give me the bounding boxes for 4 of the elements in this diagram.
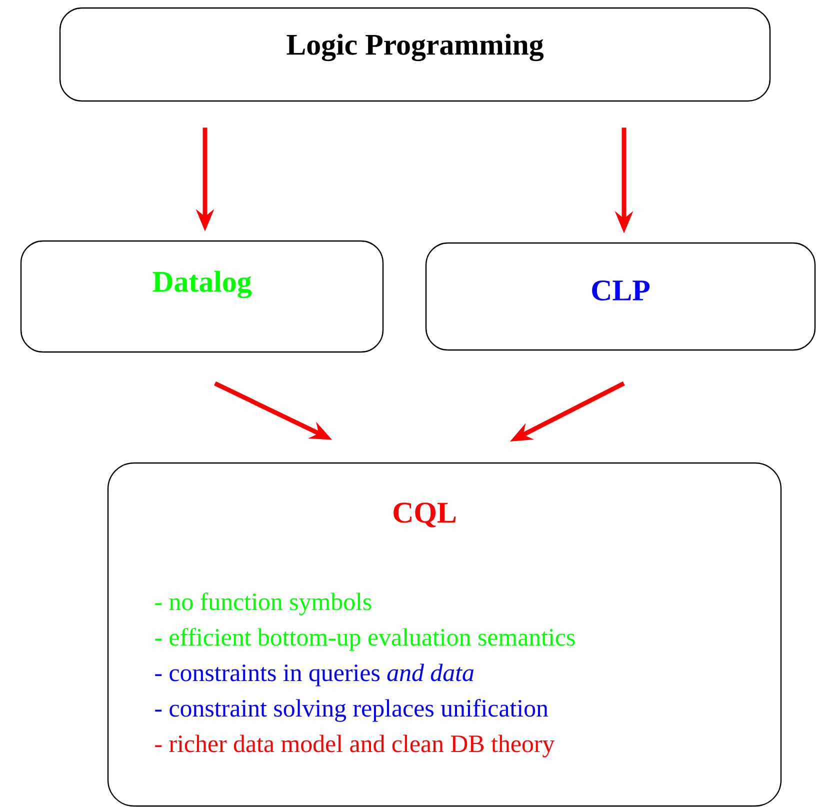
rounded-box: Datalog bbox=[20, 240, 384, 353]
rounded-box: CLP bbox=[425, 242, 816, 351]
rounded-box: Logic Programming bbox=[59, 7, 771, 102]
rounded-box: CQL - no function symbols - efficient bottom-up evaluation semantics - constraints in queries and data - constraint solving replaces unification - richer data model and clean DB theory bbox=[107, 462, 782, 807]
